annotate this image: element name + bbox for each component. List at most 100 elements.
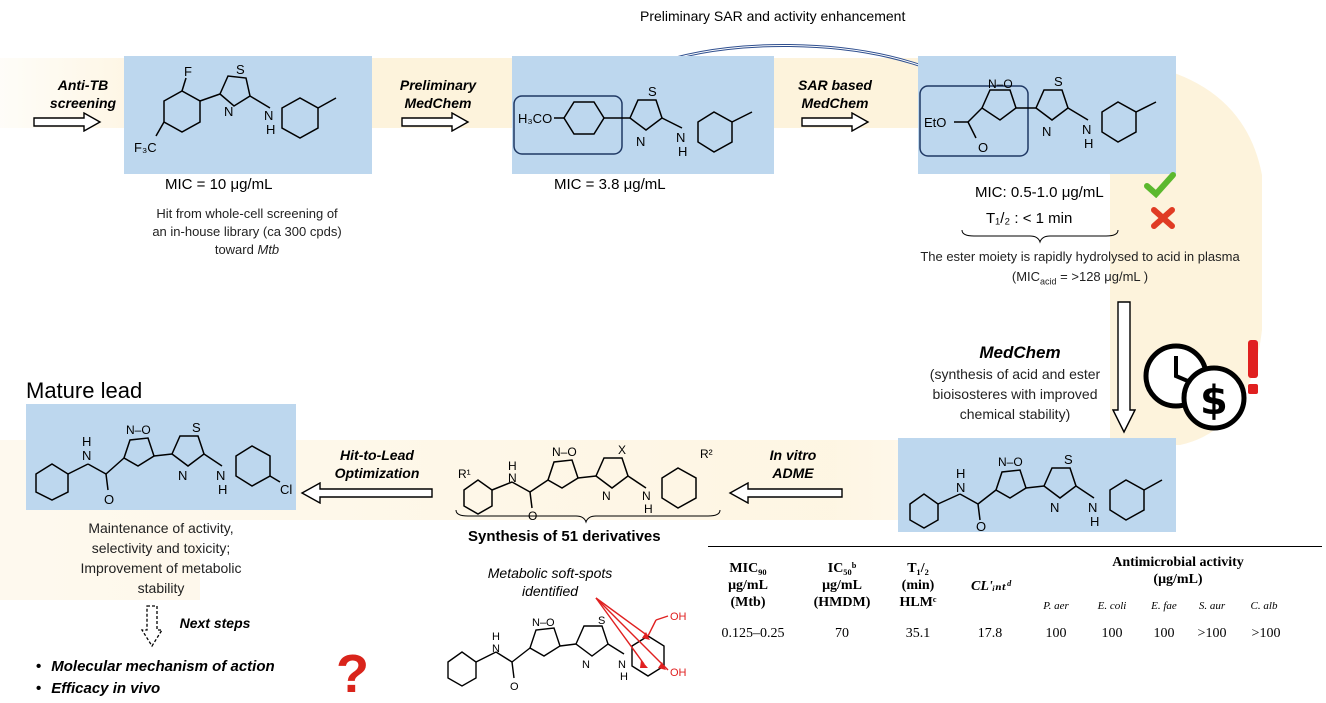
svg-text:H: H	[218, 482, 227, 497]
species-p-aer: P. aer	[1043, 600, 1069, 612]
arrow-right-1	[33, 112, 102, 132]
soft-spots-label: Metabolic soft-spots identified	[487, 565, 613, 599]
compound-4-structure: H N O N–O S N N H	[898, 438, 1176, 532]
arrow-top-label: Preliminary SAR and activity enhancement	[640, 8, 906, 24]
species-s-aur: S. aur	[1198, 600, 1226, 612]
next-steps-list: Molecular mechanism of action Efficacy i…	[36, 656, 274, 700]
svg-text:N–O: N–O	[126, 423, 151, 437]
col-header-antimicrobial: Antimicrobial activity(μg/mL)	[1112, 555, 1244, 587]
svg-text:F: F	[184, 64, 192, 79]
brace	[961, 229, 1119, 244]
svg-text:EtO: EtO	[924, 115, 946, 130]
svg-text:N: N	[956, 480, 965, 495]
svg-text:N: N	[82, 448, 91, 463]
arrow-down-dashed	[140, 605, 164, 648]
svg-text:S: S	[192, 420, 201, 435]
svg-text:S: S	[236, 62, 245, 77]
svg-text:OH: OH	[670, 667, 687, 679]
species-e-coli: E. coli	[1097, 600, 1127, 612]
svg-text:H: H	[266, 122, 275, 137]
svg-text:H: H	[956, 466, 965, 481]
soft-spots-structure: OH OH H N O N–O S N N H	[447, 597, 687, 693]
svg-text:N: N	[1050, 500, 1059, 515]
svg-text:R²: R²	[700, 447, 713, 461]
value-e-coli: 100	[1101, 626, 1123, 641]
step-hit-to-lead: Hit-to-Lead Optimization	[334, 447, 420, 481]
svg-text:OH: OH	[670, 611, 687, 623]
svg-text:N–O: N–O	[988, 77, 1013, 91]
value-ic50: 70	[835, 626, 849, 641]
svg-text:N–O: N–O	[998, 455, 1023, 469]
compound-2-mic: MIC = 3.8 μg/mL	[554, 176, 666, 193]
arrow-right-2	[401, 112, 470, 132]
step-medchem: MedChem	[979, 343, 1061, 362]
derivatives-structure: R¹ R² H N O N–O X N N H	[458, 443, 713, 523]
svg-text:N: N	[224, 104, 233, 119]
svg-text:H: H	[620, 671, 628, 683]
compound-3-structure: EtO O N–O S N N H	[918, 56, 1176, 174]
svg-text:H: H	[644, 502, 653, 516]
step-anti-tb-screening: Anti-TB screening	[49, 77, 117, 111]
derivatives-brace	[455, 509, 721, 524]
svg-text:H: H	[508, 459, 517, 473]
svg-text:N: N	[492, 643, 500, 655]
medchem-description: (synthesis of acid and ester bioisostere…	[929, 366, 1101, 422]
value-c-alb: >100	[1251, 626, 1281, 641]
value-s-aur: >100	[1197, 626, 1227, 641]
svg-text:O: O	[104, 492, 114, 507]
value-t-half: 35.1	[905, 626, 931, 641]
species-c-alb: C. alb	[1250, 600, 1278, 612]
value-clint: 17.8	[977, 626, 1003, 641]
arrow-right-3	[801, 112, 870, 132]
mature-lead-title: Mature lead	[26, 378, 143, 403]
svg-text:F₃C: F₃C	[134, 140, 157, 155]
ester-note-mic: (MICacid = >128 μg/mL )	[1011, 269, 1149, 287]
step-in-vitro-adme: In vitro ADME	[769, 447, 817, 481]
svg-text:N: N	[602, 489, 611, 503]
compound-1-mic: MIC = 10 μg/mL	[165, 176, 273, 193]
arrow-left-adme	[728, 482, 843, 504]
svg-text:H: H	[82, 434, 91, 449]
question-mark-icon: ?	[336, 644, 369, 703]
compound-1-description: Hit from whole-cell screening of an in-h…	[152, 206, 342, 257]
svg-text:H: H	[1090, 514, 1099, 529]
svg-text:Cl: Cl	[280, 482, 292, 497]
svg-text:N: N	[636, 134, 645, 149]
svg-text:S: S	[1054, 74, 1063, 89]
value-p-aer: 100	[1045, 626, 1067, 641]
compound-1-structure: F F₃C S N N H	[124, 56, 372, 174]
next-step-item: Molecular mechanism of action	[36, 656, 274, 678]
svg-text:X: X	[618, 443, 626, 457]
arrow-left-h2l	[300, 482, 433, 504]
svg-text:S: S	[648, 84, 657, 99]
svg-text:H: H	[678, 144, 687, 159]
ester-note: The ester moiety is rapidly hydrolysed t…	[920, 249, 1240, 264]
svg-text:N–O: N–O	[532, 617, 555, 629]
svg-text:O: O	[976, 519, 986, 532]
mature-lead-structure: H N O N–O S N N H Cl	[26, 404, 296, 510]
value-e-fae: 100	[1153, 626, 1175, 641]
svg-text:S: S	[598, 615, 605, 627]
arrow-down	[1112, 301, 1136, 434]
svg-text:H₃CO: H₃CO	[518, 111, 552, 126]
compound-3-mic: MIC: 0.5-1.0 μg/mL	[975, 184, 1104, 201]
check-icon	[1144, 172, 1176, 198]
svg-text:O: O	[510, 681, 519, 693]
step-preliminary-medchem: Preliminary MedChem	[399, 77, 477, 111]
svg-text:N: N	[1082, 122, 1091, 137]
derivatives-title: Synthesis of 51 derivatives	[468, 528, 661, 545]
clock-dollar-icon: $	[1143, 340, 1258, 431]
svg-text:H: H	[1084, 136, 1093, 151]
svg-text:N: N	[264, 108, 273, 123]
compound-3-half-life: T₁/₂ : < 1 min	[986, 210, 1073, 227]
svg-text:N: N	[1088, 500, 1097, 515]
svg-text:N: N	[582, 659, 590, 671]
step-next-steps: Next steps	[179, 615, 251, 631]
svg-text:$: $	[1200, 378, 1228, 424]
svg-text:N: N	[178, 468, 187, 483]
value-mic90: 0.125–0.25	[721, 626, 785, 641]
